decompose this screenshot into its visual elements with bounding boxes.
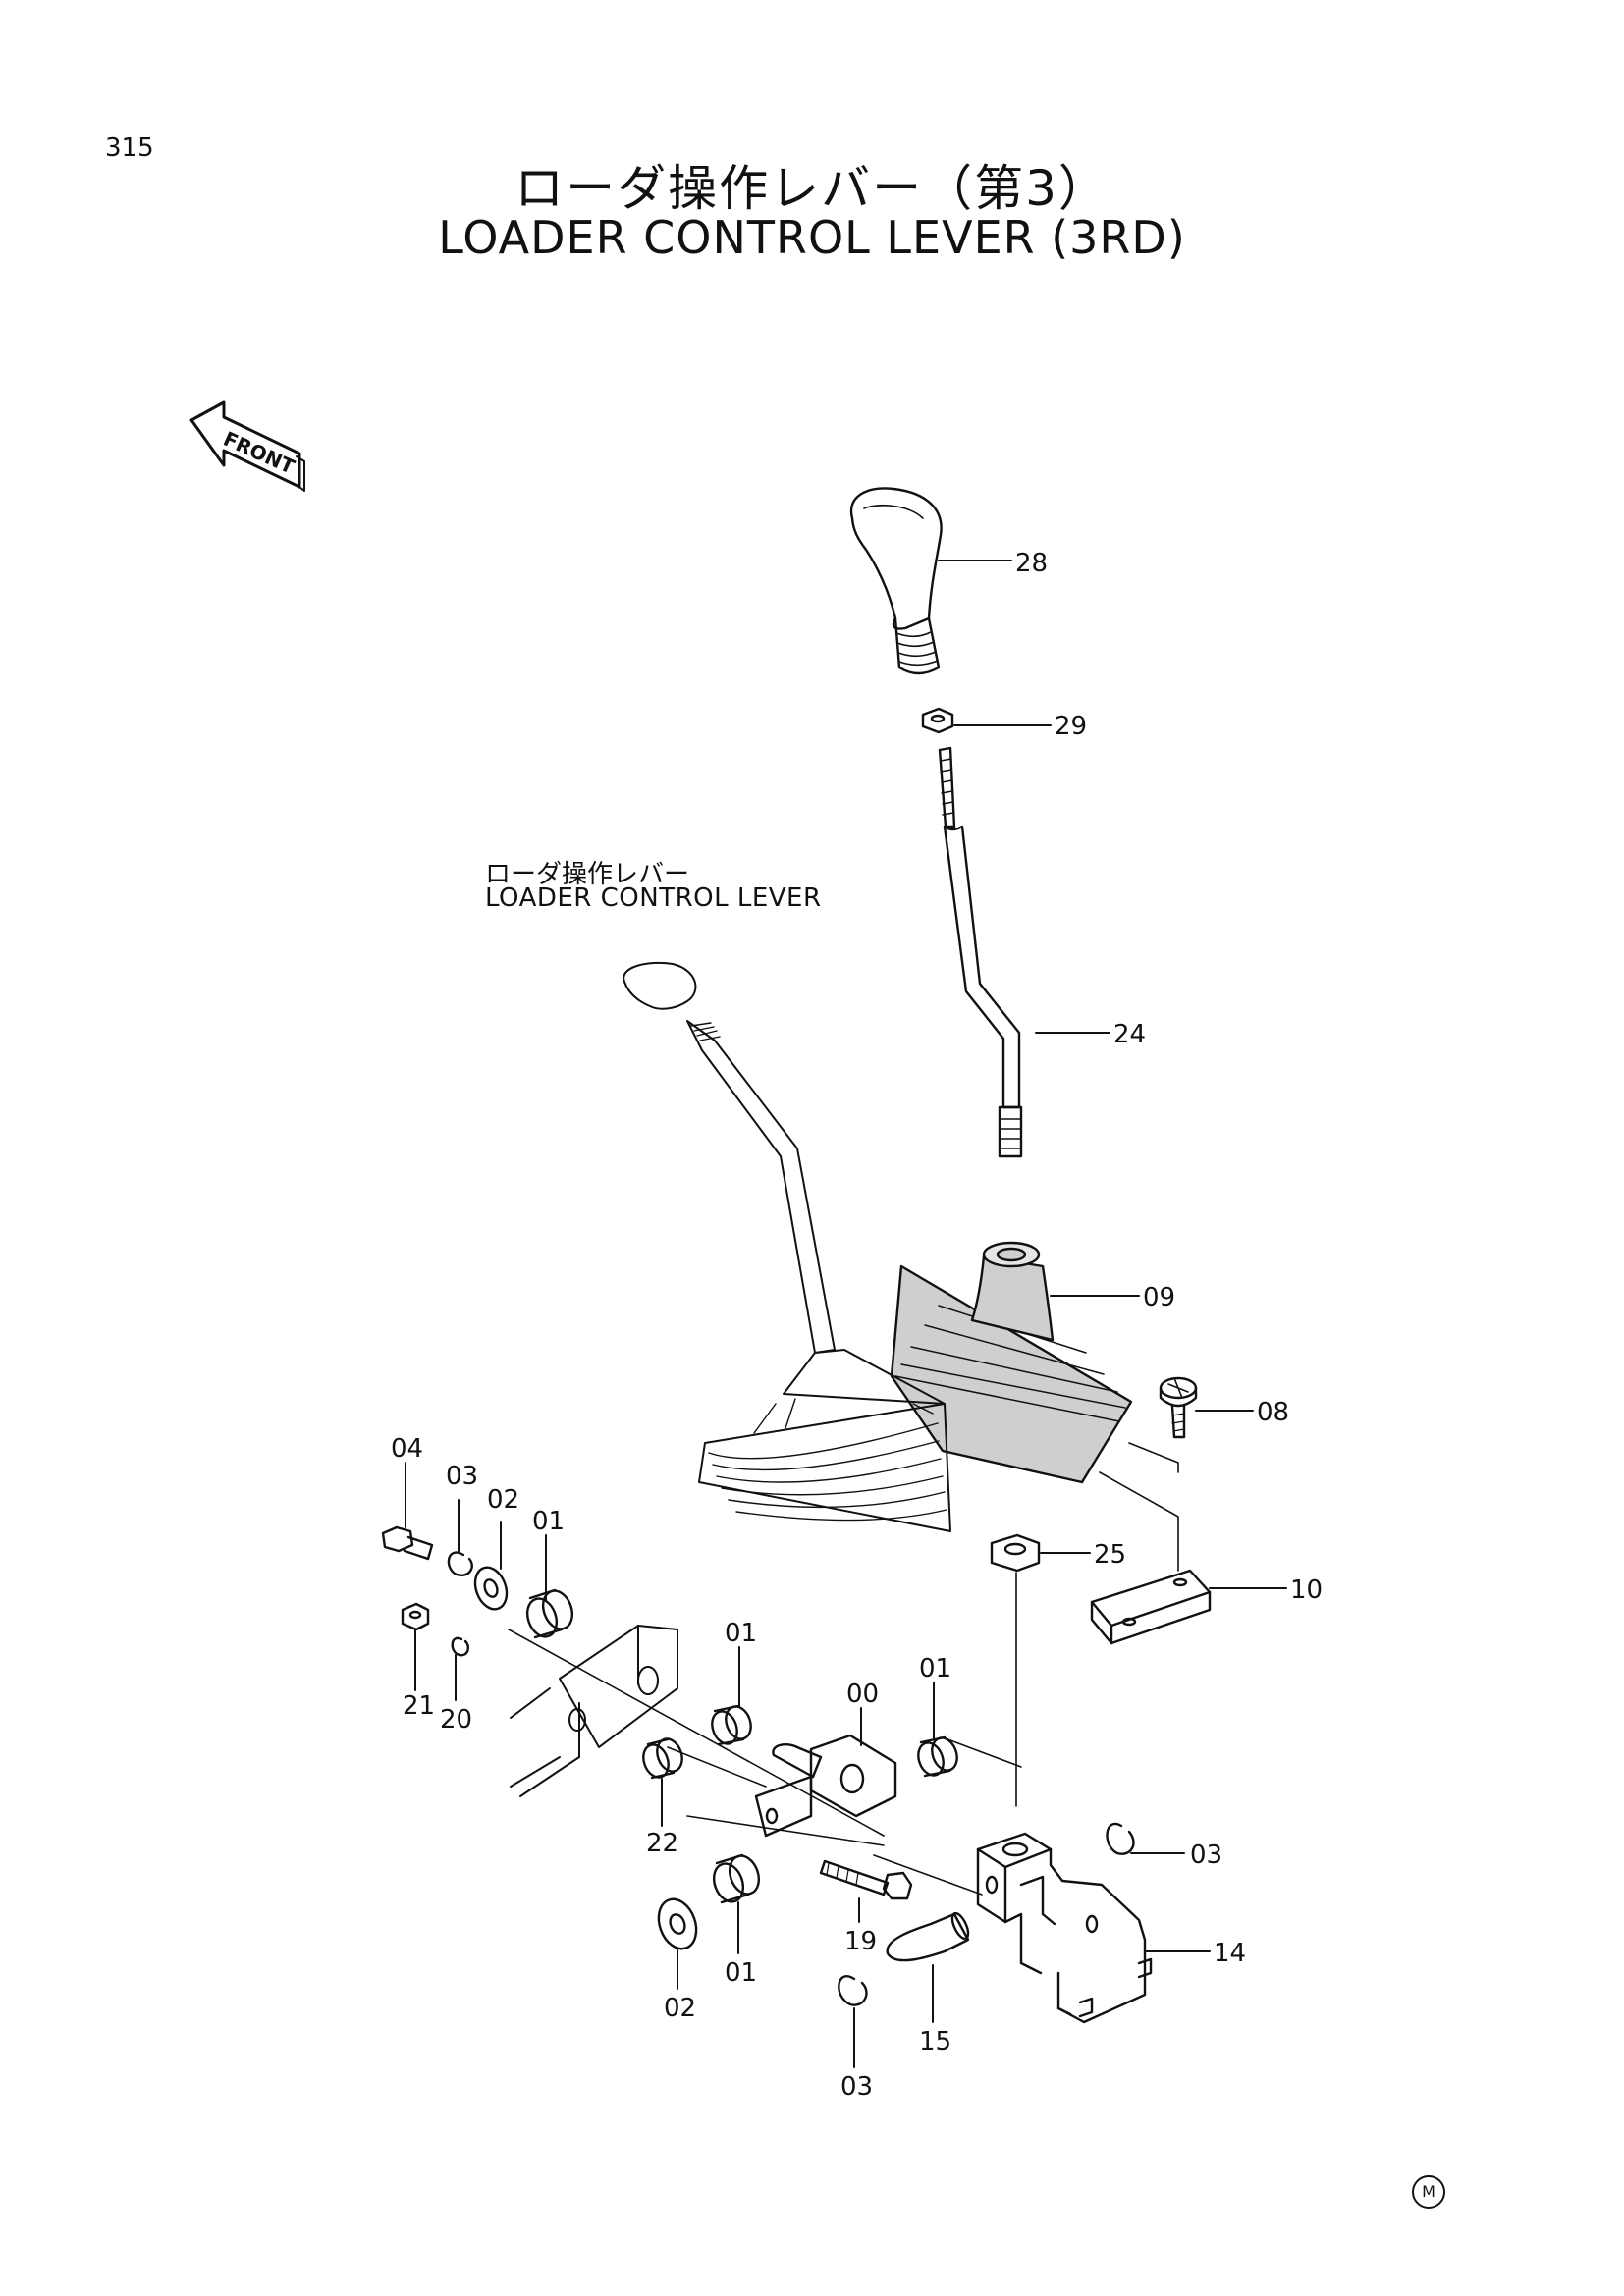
label-part-03: 03 <box>1190 1841 1222 1870</box>
lever-part-24 <box>938 746 1023 1158</box>
snap-ring-part-03 <box>838 1975 868 2006</box>
leader-lines <box>405 560 1287 2068</box>
label-part-14: 14 <box>1214 1939 1246 1968</box>
knob-part-28 <box>849 487 943 675</box>
bolt-part-19 <box>819 1859 913 1900</box>
label-part-00: 00 <box>846 1680 879 1709</box>
bushing-part-01 <box>917 1735 958 1778</box>
nut-part-29 <box>921 707 954 734</box>
label-part-03: 03 <box>446 1462 478 1491</box>
shaft-housing <box>510 1625 678 1797</box>
assembly-label-japanese: ローダ操作レバー <box>485 860 690 889</box>
label-part-22: 22 <box>646 1829 678 1858</box>
screw-part-08 <box>1159 1376 1198 1439</box>
front-arrow-icon: FRONT <box>189 400 305 492</box>
title-japanese: ローダ操作レバー（第3） <box>514 160 1110 217</box>
assembly-lines <box>508 1442 1179 1896</box>
label-part-08: 08 <box>1257 1398 1289 1427</box>
label-part-04: 04 <box>391 1434 423 1464</box>
pivot-part-00 <box>754 1734 897 1838</box>
label-part-25: 25 <box>1094 1540 1126 1570</box>
assembly-label-english: LOADER CONTROL LEVER <box>485 883 822 913</box>
circled-m-mark: M <box>1412 2175 1445 2209</box>
snap-ring-part-03 <box>447 1551 473 1576</box>
bushing-part-01 <box>711 1704 752 1746</box>
label-part-15: 15 <box>919 2027 951 2056</box>
label-part-02: 02 <box>664 1994 696 2023</box>
bracket-part-14 <box>976 1832 1153 2024</box>
label-part-09: 09 <box>1143 1283 1175 1312</box>
original-loader-lever <box>623 961 951 1532</box>
label-part-24: 24 <box>1113 1020 1146 1049</box>
label-part-20: 20 <box>440 1705 472 1735</box>
ring-part-20 <box>451 1636 470 1657</box>
bracket-part-10 <box>1090 1569 1212 1645</box>
washer-part-02 <box>657 1897 698 1950</box>
bushing-part-01 <box>525 1588 574 1639</box>
pin-part-15 <box>886 1911 970 1962</box>
label-part-01: 01 <box>532 1507 565 1536</box>
bolt-part-04 <box>381 1525 434 1561</box>
page-number: 315 <box>105 133 154 163</box>
label-part-29: 29 <box>1055 712 1087 741</box>
nut-part-25 <box>990 1533 1041 1573</box>
bushing-part-22 <box>642 1737 683 1780</box>
label-part-01: 01 <box>725 1619 757 1648</box>
label-part-03: 03 <box>840 2072 873 2102</box>
boot-part-09 <box>890 1241 1133 1484</box>
title-english: LOADER CONTROL LEVER (3RD) <box>438 211 1186 264</box>
label-part-19: 19 <box>844 1927 877 1956</box>
washer-part-02 <box>473 1566 509 1611</box>
part-number-labels: 28 29 24 09 08 25 10 04 03 02 01 21 20 0… <box>391 549 1323 2102</box>
label-part-02: 02 <box>487 1485 519 1515</box>
bushing-part-01 <box>712 1853 761 1904</box>
nut-part-21 <box>401 1602 430 1631</box>
label-part-21: 21 <box>403 1691 435 1721</box>
snap-ring-part-03 <box>1106 1822 1135 1855</box>
label-part-01: 01 <box>725 1958 757 1988</box>
label-part-28: 28 <box>1015 549 1048 578</box>
label-part-10: 10 <box>1290 1575 1323 1605</box>
label-part-01: 01 <box>919 1654 951 1683</box>
